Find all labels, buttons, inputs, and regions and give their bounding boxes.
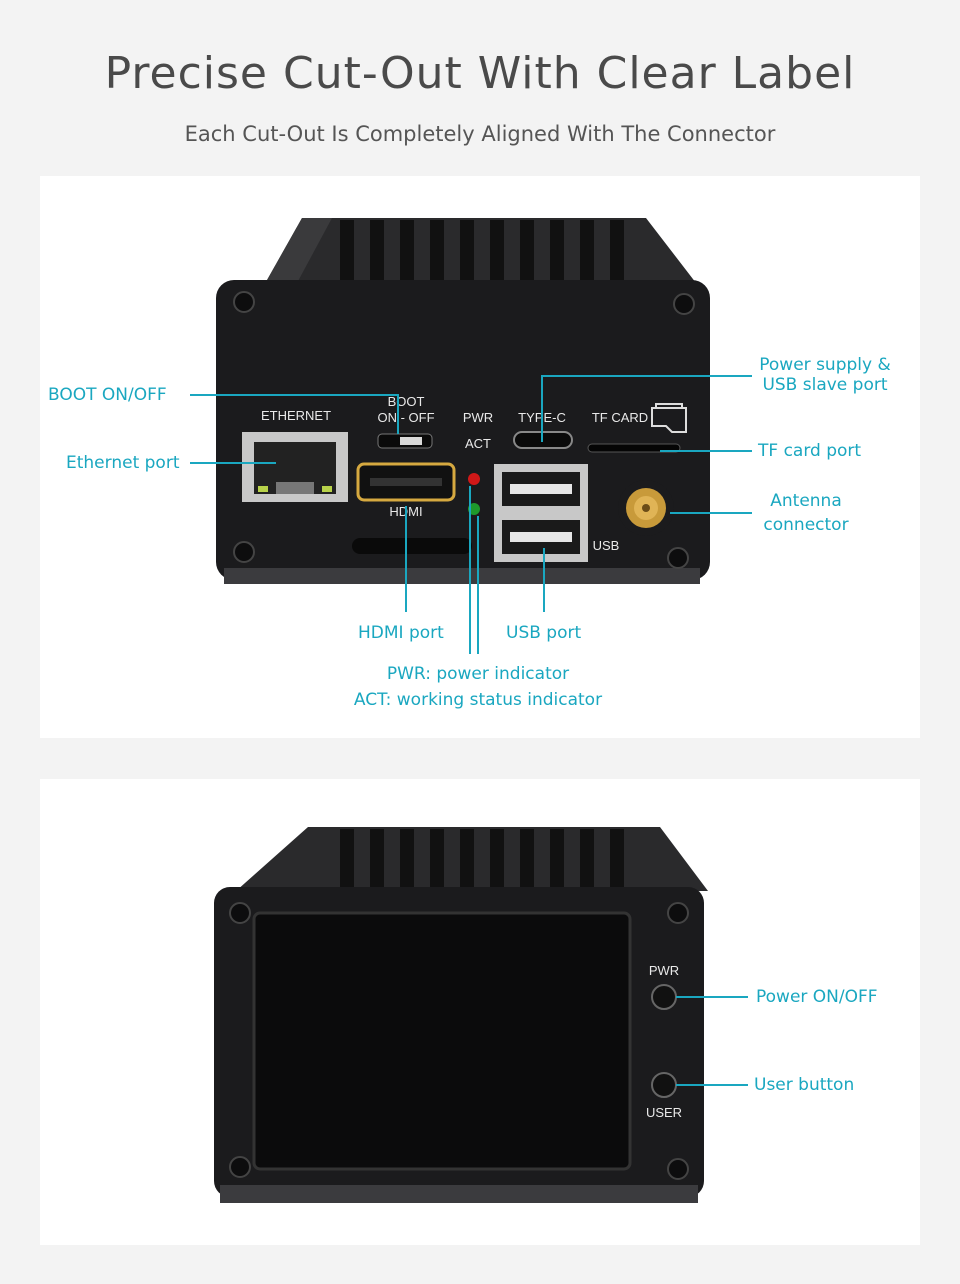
callout-pwr-led: PWR: power indicator	[386, 664, 570, 684]
screw-icon	[673, 293, 695, 315]
screw-icon	[667, 547, 689, 569]
callout-ethernet: Ethernet port	[66, 453, 180, 473]
callout-antenna-1: Antenna	[770, 491, 842, 511]
page-subtitle: Each Cut-Out Is Completely Aligned With …	[184, 122, 776, 146]
screw-icon	[667, 902, 689, 924]
callout-hdmi: HDMI port	[358, 623, 444, 643]
silk-ethernet: ETHERNET	[261, 408, 331, 423]
screw-icon	[233, 291, 255, 313]
callout-power-onoff: Power ON/OFF	[756, 987, 878, 1007]
callout-boot: BOOT ON/OFF	[48, 385, 167, 405]
heatsink-fins	[258, 218, 706, 296]
callout-act-led: ACT: working status indicator	[353, 690, 603, 710]
callout-tf-card: TF card port	[758, 441, 862, 461]
silk-usb: USB	[593, 538, 620, 553]
silk-boot: BOOT	[388, 394, 425, 409]
tf-card-slot	[587, 443, 681, 453]
page-title: Precise Cut-Out With Clear Label	[104, 48, 856, 99]
case-front-face	[216, 280, 710, 580]
silk-on-off: ON - OFF	[377, 410, 434, 425]
silk-pwr: PWR	[649, 963, 679, 978]
screw-icon	[667, 1158, 689, 1180]
callout-user-button: User button	[754, 1075, 855, 1095]
callout-power-supply-2: USB slave port	[762, 375, 888, 395]
callout-antenna-2: connector	[763, 515, 849, 535]
pwr-led	[468, 473, 480, 485]
silk-tfcard: TF CARD	[592, 410, 648, 425]
callout-lines	[190, 375, 752, 654]
screw-icon	[229, 1156, 251, 1178]
tf-card-icon	[651, 403, 687, 433]
heatsink-fins	[236, 827, 708, 891]
screen-case-illustration: PWR USER	[214, 827, 748, 1203]
front-case-illustration: ETHERNET BOOT ON - OFF PWR ACT TYPE-C TF…	[190, 218, 752, 654]
usb-ports	[494, 464, 588, 562]
silk-user: USER	[646, 1105, 682, 1120]
callout-usb: USB port	[506, 623, 582, 643]
front-io-panel: ETHERNET BOOT ON - OFF PWR ACT TYPE-C TF…	[40, 176, 920, 738]
lcd-screen	[252, 911, 632, 1171]
screen-side-panel: PWR USER Power ON/OFF User button	[40, 779, 920, 1245]
silk-pwr: PWR	[463, 410, 493, 425]
silk-act: ACT	[465, 436, 491, 451]
ethernet-port	[242, 432, 348, 502]
callout-lines	[676, 996, 748, 1086]
user-button	[651, 1072, 677, 1098]
screw-icon	[229, 902, 251, 924]
antenna-connector	[618, 480, 674, 536]
callout-power-supply-1: Power supply &	[759, 355, 891, 375]
power-button	[651, 984, 677, 1010]
screw-icon	[233, 541, 255, 563]
